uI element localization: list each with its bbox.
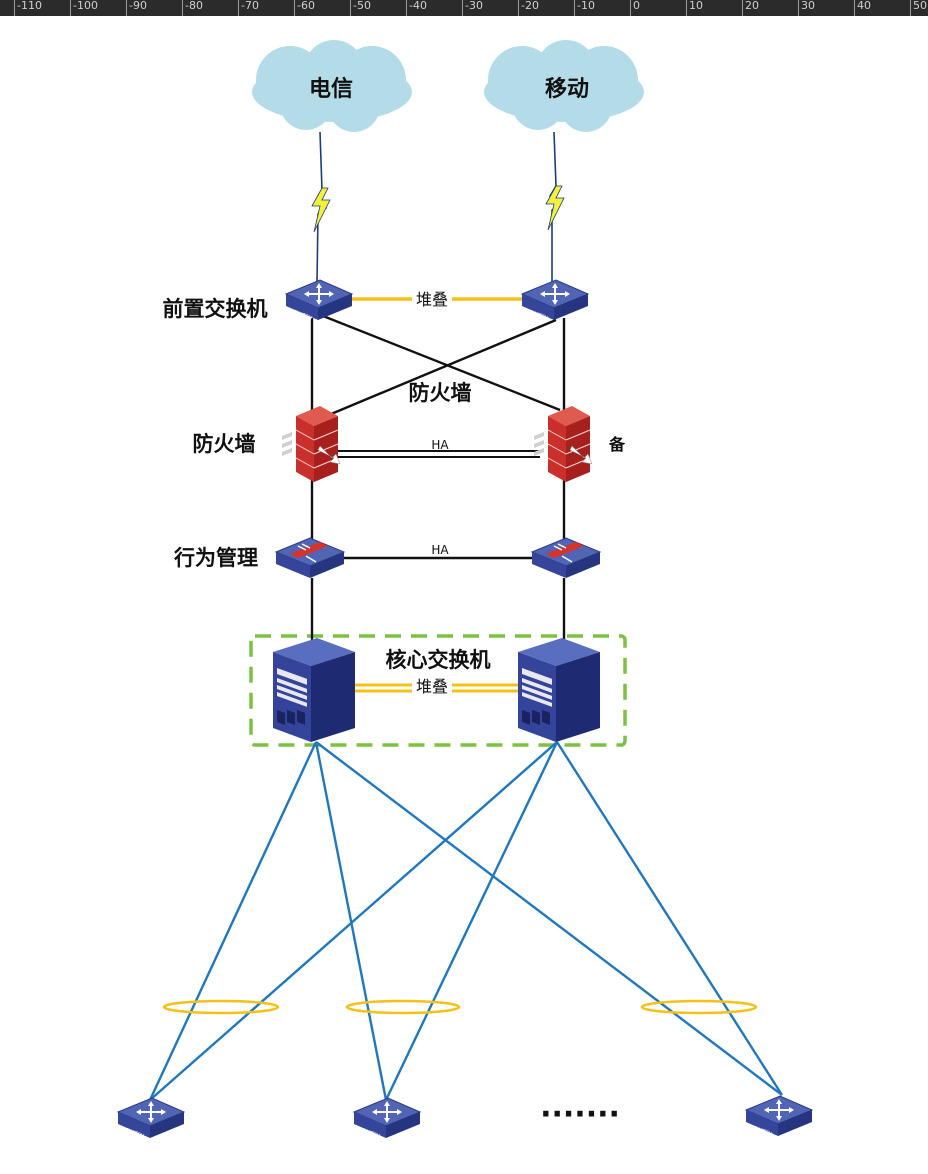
uplink-telecom xyxy=(311,131,331,283)
firewall-backup-label: 备 xyxy=(608,435,626,454)
ruler-tick: 10 xyxy=(686,0,703,16)
ruler-tick-label: 30 xyxy=(801,0,815,12)
ruler-tick: -90 xyxy=(126,0,147,16)
ruler-tick: -60 xyxy=(294,0,315,16)
ruler-tick: -70 xyxy=(238,0,259,16)
ruler-tick: 0 xyxy=(630,0,640,16)
ruler-tick: -50 xyxy=(350,0,371,16)
ruler-tick-label: 50 xyxy=(913,0,927,12)
core-group-box xyxy=(249,634,627,747)
behavior-device-left[interactable] xyxy=(275,537,345,579)
ruler-tick: 50 xyxy=(910,0,927,16)
ruler-tick: -110 xyxy=(14,0,42,16)
ruler-tick: 40 xyxy=(854,0,871,16)
aggregation-ring-3 xyxy=(640,999,758,1015)
ruler-tick: -30 xyxy=(462,0,483,16)
aggregation-ring-1 xyxy=(162,999,280,1015)
firewall-right[interactable] xyxy=(533,405,593,483)
front-switch-left[interactable] xyxy=(285,279,353,323)
aggregation-ring-2 xyxy=(345,999,461,1015)
ruler-tick-label: -20 xyxy=(521,0,539,12)
cloud-telecom-label: 电信 xyxy=(309,76,353,102)
firewall-ha-label: HA xyxy=(431,438,449,452)
core-switch-right[interactable] xyxy=(518,638,600,742)
ruler-tick: -80 xyxy=(182,0,203,16)
access-switch-3[interactable] xyxy=(745,1095,813,1139)
ruler-tick-label: -110 xyxy=(17,0,42,12)
ruler-tick: -100 xyxy=(70,0,98,16)
cloud-mobile xyxy=(484,40,644,132)
stack-core-label-bg xyxy=(412,676,452,696)
ruler-tick-label: 40 xyxy=(857,0,871,12)
ruler-tick-label: -40 xyxy=(409,0,427,12)
access-switch-2[interactable] xyxy=(353,1097,421,1141)
front-switch-label: 前置交换机 xyxy=(163,297,268,321)
ruler-tick: 20 xyxy=(742,0,759,16)
behavior-device-right[interactable] xyxy=(531,537,601,579)
core-links xyxy=(310,312,566,640)
ruler-tick-label: -10 xyxy=(577,0,595,12)
ruler-tick-label: -60 xyxy=(297,0,315,12)
firewall-left-label: 防火墙 xyxy=(193,432,256,456)
cloud-mobile-label: 移动 xyxy=(545,76,589,102)
ruler-tick-label: -80 xyxy=(185,0,203,12)
ruler-tick-label: 0 xyxy=(633,0,640,12)
stack-top-label-bg xyxy=(412,289,452,309)
ruler-tick: -40 xyxy=(406,0,427,16)
access-switch-1[interactable] xyxy=(117,1097,185,1141)
firewall-ha-link xyxy=(336,450,540,458)
ruler-tick-label: -90 xyxy=(129,0,147,12)
firewall-cross-label: 防火墙 xyxy=(409,381,472,405)
access-links xyxy=(148,741,784,1101)
ruler-tick: 30 xyxy=(798,0,815,16)
ruler-tick: -10 xyxy=(574,0,595,16)
behavior-ha-label: HA xyxy=(431,543,449,557)
ruler-tick-label: -70 xyxy=(241,0,259,12)
behavior-mgmt-label: 行为管理 xyxy=(173,546,258,570)
ruler-tick-label: -50 xyxy=(353,0,371,12)
ruler-tick-label: 20 xyxy=(745,0,759,12)
ruler-tick: -20 xyxy=(518,0,539,16)
front-switch-right[interactable] xyxy=(521,279,589,323)
firewall-left[interactable] xyxy=(281,405,341,483)
ruler-tick-label: -30 xyxy=(465,0,483,12)
stack-top-label: 堆叠 xyxy=(416,290,448,309)
cloud-telecom xyxy=(252,40,412,132)
stack-core-label: 堆叠 xyxy=(416,677,448,696)
ruler-tick-label: 10 xyxy=(689,0,703,12)
uplink-mobile xyxy=(545,131,565,282)
core-switch-label: 核心交换机 xyxy=(386,648,491,672)
ruler-tick-label: -100 xyxy=(73,0,98,12)
core-switch-left[interactable] xyxy=(273,638,355,742)
more-devices-ellipsis: ······· xyxy=(540,1097,620,1132)
